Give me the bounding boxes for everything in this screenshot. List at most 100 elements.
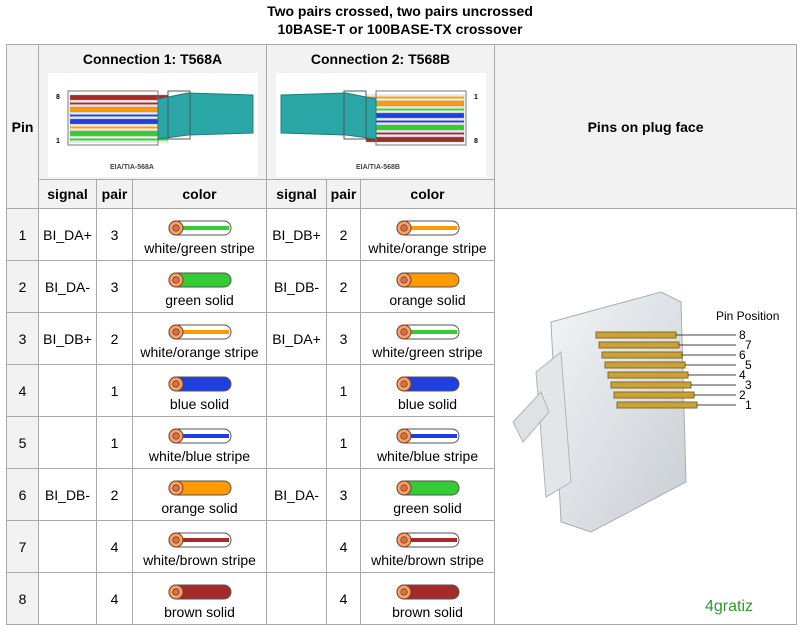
table-row: 4 1 blue solid 1 blue solid: [6, 364, 797, 417]
b-color-label: white/green stripe: [372, 343, 483, 360]
t568a-diagram: 8 1 EIA/TIA-568A: [47, 73, 258, 177]
diagram-wire: [365, 136, 464, 143]
table-row: 5 1 white/blue stripe 1 white/blue strip…: [6, 416, 797, 469]
b-signal: BI_DB-: [266, 260, 328, 313]
a-wire-icon: [168, 376, 231, 391]
a-color-label: white/brown stripe: [143, 551, 256, 568]
b-signal: [266, 416, 328, 469]
b-color-label: green solid: [393, 499, 462, 516]
pin-number: 5: [6, 416, 39, 469]
pin-number: 1: [6, 208, 39, 261]
a-color-cell: white/green stripe: [131, 208, 268, 261]
pins-on-plug-face-header: Pins on plug face: [494, 44, 798, 209]
diagram-wire: [69, 118, 168, 125]
t568b-diagram-label: EIA/TIA-568B: [356, 164, 400, 171]
connection-1-title: Connection 1: T568A: [82, 51, 223, 67]
table-row: 7 4 white/brown stripe 4 white/brown str…: [6, 520, 797, 573]
pin-number: 8: [6, 572, 39, 625]
plug-contact: [613, 391, 695, 398]
caption-line-1: Two pairs crossed, two pairs uncrossed: [267, 3, 533, 19]
a-pair: 3: [96, 260, 133, 313]
caption-line-2: 10BASE-T or 100BASE-TX crossover: [277, 21, 523, 37]
plug-contact: [616, 401, 698, 408]
a-color-label: white/green stripe: [144, 239, 255, 256]
plug-pin-number: 6: [739, 348, 746, 362]
b-signal-header: signal: [266, 179, 328, 209]
pinout-table: Pin Connection 1: T568A 8 1 EIA/TIA-568A…: [6, 44, 798, 625]
a-pair: 1: [96, 416, 133, 469]
b-signal: BI_DA+: [266, 312, 328, 365]
b-wire-icon: [396, 584, 460, 599]
b-color-header: color: [360, 179, 496, 209]
a-pair: 2: [96, 468, 133, 521]
t568b-diagram: 1 8 EIA/TIA-568B: [275, 73, 486, 177]
pin-number: 6: [6, 468, 39, 521]
a-color-label: white/orange stripe: [140, 343, 259, 360]
plug-pin-number: 2: [739, 388, 746, 402]
plug-pin-number: 4: [739, 368, 746, 382]
a-signal-header: signal: [38, 179, 97, 209]
plug-pin-number: 3: [745, 378, 752, 392]
diagram-wire-stripe: [365, 120, 464, 123]
pin-header: Pin: [6, 44, 39, 209]
t568b-pin-top: 1: [474, 94, 478, 101]
b-pair: 3: [326, 312, 362, 365]
a-signal: [38, 416, 97, 469]
b-color-label: brown solid: [392, 603, 463, 620]
a-signal: BI_DA+: [38, 208, 97, 261]
b-color-label: orange solid: [389, 291, 466, 308]
plug-contact: [604, 361, 686, 368]
b-wire-icon: [396, 480, 460, 495]
connection-2-title: Connection 2: T568B: [310, 51, 451, 67]
b-color-cell: blue solid: [360, 364, 496, 417]
b-signal: [266, 364, 328, 417]
a-wire-icon: [168, 584, 231, 599]
a-wire-icon: [168, 272, 231, 287]
b-color-cell: brown solid: [360, 572, 496, 625]
a-pair: 2: [96, 312, 133, 365]
diagram-wire-stripe: [365, 96, 464, 99]
diagram-wire-stripe: [69, 102, 168, 105]
a-pair: 4: [96, 572, 133, 625]
a-signal: BI_DB-: [38, 468, 97, 521]
t568a-pin-bottom: 1: [56, 138, 60, 145]
plug-contact: [610, 381, 692, 388]
diagram-wire: [69, 94, 168, 101]
diagram-wire: [365, 112, 464, 119]
b-color-cell: white/green stripe: [360, 312, 496, 365]
b-signal: BI_DA-: [266, 468, 328, 521]
connection-1-header: Connection 1: T568A 8 1 EIA/TIA-568A: [37, 44, 268, 180]
diagram-wire-stripe: [69, 138, 168, 141]
table-row: 1 BI_DA+ 3 white/green stripe BI_DB+ 2 w…: [6, 208, 798, 625]
plug-contact: [607, 371, 689, 378]
a-wire-icon: [168, 428, 231, 443]
plug-pin-number: 7: [745, 338, 752, 352]
table-row: 8 4 brown solid 4 brown solid: [6, 572, 797, 625]
pin-number: 7: [6, 520, 39, 573]
b-color-label: white/brown stripe: [371, 551, 484, 568]
plug-contact: [598, 341, 680, 348]
a-color-cell: blue solid: [131, 364, 268, 417]
connection-2-header: Connection 2: T568B 1 8 EIA/TIA-568B: [266, 44, 496, 180]
b-signal: [266, 520, 328, 573]
a-wire-icon: [168, 480, 231, 495]
diagram-wire-stripe: [69, 126, 168, 129]
b-wire-icon: [396, 428, 460, 443]
b-color-cell: green solid: [360, 468, 496, 521]
a-signal: BI_DB+: [38, 312, 97, 365]
b-pair: 1: [326, 416, 362, 469]
table-row: 3 BI_DB+ 2 white/orange stripe BI_DA+ 3 …: [6, 312, 797, 365]
b-color-cell: orange solid: [360, 260, 496, 313]
plug-contact: [601, 351, 683, 358]
watermark: 4gratiz: [705, 598, 754, 615]
a-pair: 4: [96, 520, 133, 573]
diagram-wire-stripe: [365, 132, 464, 135]
b-wire-icon: [396, 324, 460, 339]
t568a-pin-top: 8: [56, 94, 60, 101]
b-color-label: blue solid: [397, 395, 458, 412]
a-pair-header: pair: [96, 179, 133, 209]
plug-pin-number: 1: [745, 398, 752, 412]
pin-number: 4: [6, 364, 39, 417]
a-color-cell: white/brown stripe: [131, 520, 268, 573]
a-pair: 1: [96, 364, 133, 417]
